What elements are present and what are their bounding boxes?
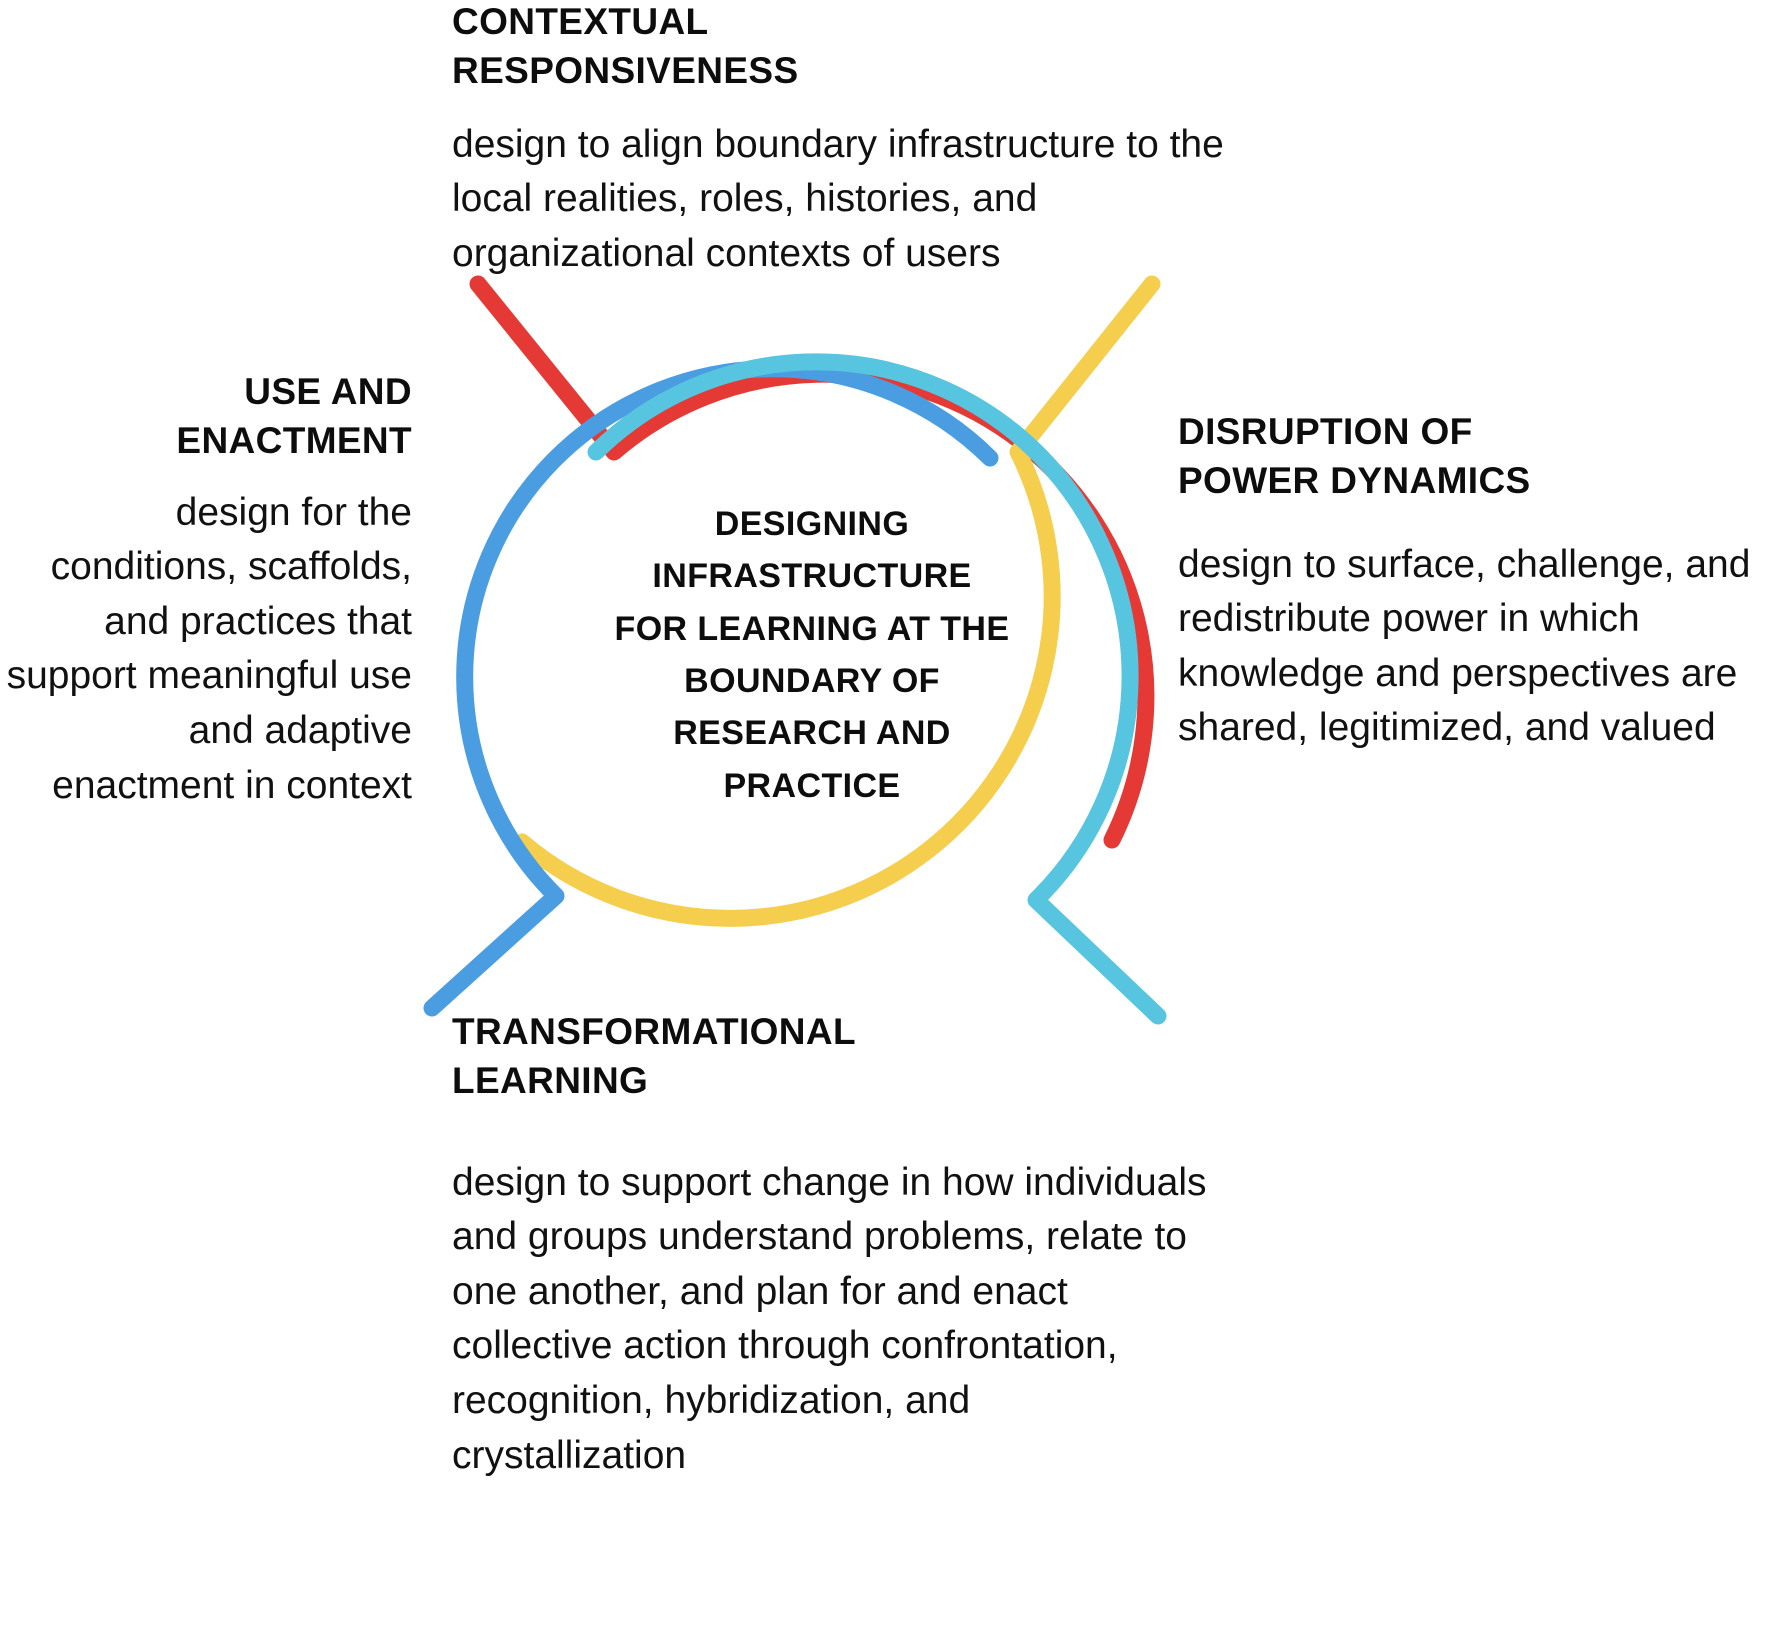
center-label-line-5: RESEARCH AND xyxy=(673,714,951,753)
quadrant-title-transformational-learning: TRANSFORMATIONAL LEARNING xyxy=(452,1008,1212,1106)
quadrant-disruption-of-power-dynamics: DISRUPTION OF POWER DYNAMICS design to s… xyxy=(1178,408,1770,756)
center-label-line-1: DESIGNING xyxy=(714,505,910,543)
quadrant-body-contextual-responsiveness: design to align boundary infrastructure … xyxy=(452,122,1224,275)
center-label-line-2: INFRASTRUCTURE xyxy=(652,557,972,596)
quadrant-title-line: POWER DYNAMICS xyxy=(1178,459,1531,501)
quadrant-title-contextual-responsiveness: CONTEXTUAL RESPONSIVENESS xyxy=(452,0,1232,96)
quadrant-transformational-learning: TRANSFORMATIONAL LEARNING design to supp… xyxy=(452,1008,1212,1483)
quadrant-title-line: LEARNING xyxy=(452,1059,649,1101)
quadrant-title-line: RESPONSIVENESS xyxy=(452,49,799,91)
quadrant-title-line: TRANSFORMATIONAL xyxy=(452,1011,856,1052)
quadrant-title-line: DISRUPTION OF xyxy=(1178,411,1473,452)
quadrant-contextual-responsiveness: CONTEXTUAL RESPONSIVENESS design to alig… xyxy=(452,0,1232,281)
center-label-line-6: PRACTICE xyxy=(723,766,901,805)
center-label: DESIGNING INFRASTRUCTURE FOR LEARNING AT… xyxy=(562,498,1062,812)
quadrant-body-transformational-learning: design to support change in how individu… xyxy=(452,1160,1207,1477)
center-label-line-4: BOUNDARY OF xyxy=(684,662,940,701)
quadrant-title-disruption-of-power-dynamics: DISRUPTION OF POWER DYNAMICS xyxy=(1178,408,1770,506)
quadrant-body-use-and-enactment: design for the conditions, scaffolds, an… xyxy=(6,490,412,807)
quadrant-body-disruption-of-power-dynamics: design to surface, challenge, and redist… xyxy=(1178,542,1751,750)
quadrant-title-line: CONTEXTUAL xyxy=(452,1,709,42)
center-label-line-3: FOR LEARNING AT THE xyxy=(614,609,1010,648)
quadrant-title-use-and-enactment: USE AND ENACTMENT xyxy=(176,371,412,461)
quadrant-use-and-enactment: USE AND ENACTMENT design for the conditi… xyxy=(0,368,412,813)
